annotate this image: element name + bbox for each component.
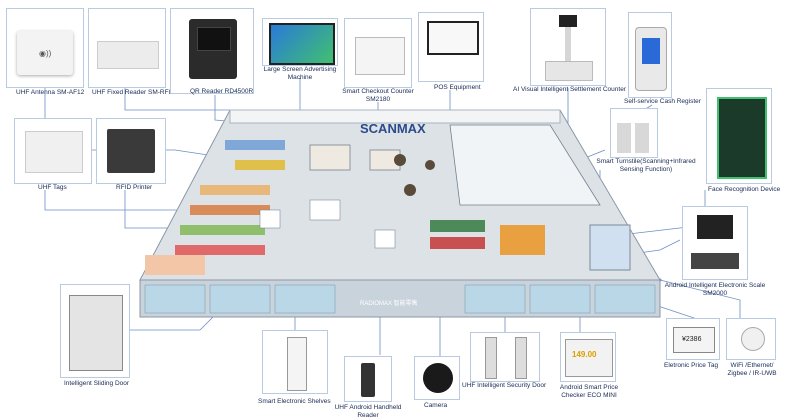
label-face-recognition: Face Recognition Device <box>708 186 781 193</box>
security-door-box <box>470 332 540 382</box>
label-smart-shelves: Smart Electronic Shelves <box>258 398 331 405</box>
label-handheld-reader: UHF Android Handheld Reader <box>334 404 402 419</box>
label-self-service-cash: Self-service Cash Register <box>624 98 701 105</box>
label-ai-scale: Android Intelligent Electronic Scale SM2… <box>664 282 766 297</box>
self-service-cash-box <box>628 12 672 98</box>
uhf-fixed-reader-box <box>88 8 166 88</box>
smart-shelves-image <box>287 337 307 391</box>
label-uhf-fixed-reader: UHF Fixed Reader SM-RF807 <box>92 89 180 96</box>
ai-scale-box <box>682 206 748 280</box>
uhf-tags-image <box>25 131 83 173</box>
pos-box <box>418 12 484 82</box>
face-recognition-box <box>706 88 772 184</box>
ai-scale-image <box>697 215 733 239</box>
smart-checkout-box <box>344 18 412 88</box>
wifi-box <box>726 318 776 360</box>
label-price-checker: Android Smart Price Checker ECO MINI <box>559 384 619 399</box>
pos-image <box>427 21 479 55</box>
store-sign: RADIOMAX 智能零售 <box>360 299 418 307</box>
ai-settlement-image <box>559 15 577 27</box>
smart-turnstile-box <box>610 108 658 158</box>
ai-settlement-box <box>530 8 606 86</box>
qr-reader-box <box>170 8 254 94</box>
label-large-screen: Large Screen Advertising Machine <box>263 66 337 81</box>
rfid-printer-box <box>96 118 166 184</box>
smart-checkout-image <box>355 37 405 75</box>
label-smart-checkout: Smart Checkout Counter SM2180 <box>342 88 414 103</box>
label-qr-reader: QR Reader RD4500R <box>190 88 254 95</box>
label-camera: Camera <box>424 402 448 409</box>
uhf-antenna-image: ◉)) <box>17 31 73 75</box>
store-floorplan: SCANMAX RADIOMAX 智能零售 <box>139 109 661 318</box>
label-uhf-antenna: UHF Antenna SM-AF12 <box>16 89 85 96</box>
label-rfid-printer: RFID Printer <box>116 184 153 191</box>
large-screen-box <box>262 18 338 66</box>
uhf-tags-box <box>14 118 92 184</box>
fixed-reader-image <box>97 41 159 69</box>
electronic-price-tag-image: ¥2386 <box>673 327 715 353</box>
handheld-reader-box <box>344 356 392 402</box>
sliding-door-box <box>60 284 130 378</box>
face-recognition-image <box>717 97 767 179</box>
sliding-door-image <box>69 295 123 371</box>
label-smart-turnstile: Smart Turnstile(Scanning+Infrared Sensin… <box>596 158 696 173</box>
price-tag-screen: ¥2386 <box>682 336 702 343</box>
antenna-wave-icon: ◉)) <box>39 49 52 58</box>
self-service-cash-image <box>635 27 667 91</box>
label-security-door: UHF Intelligent Security Door <box>462 382 547 389</box>
qr-reader-image <box>189 19 237 79</box>
wifi-icon <box>741 327 765 351</box>
price-checker-screen: 149.00 <box>572 350 597 359</box>
label-ai-settlement: AI Visual Intelligent Settlement Counter <box>513 86 626 93</box>
smart-turnstile-image <box>617 123 631 153</box>
label-electronic-price-tag: Eletronic Price Tag <box>664 362 719 369</box>
rfid-printer-image <box>107 129 155 173</box>
label-wifi: WiFi /Ethernet/ Zigbee / IR-UWB <box>727 362 777 377</box>
camera-image <box>423 363 453 393</box>
brand-logo: SCANMAX <box>360 121 426 136</box>
label-uhf-tags: UHF Tags <box>38 184 67 191</box>
label-sliding-door: Intelligent Sliding Door <box>64 380 130 387</box>
electronic-price-tag-box: ¥2386 <box>666 318 720 360</box>
large-screen-image <box>269 23 335 65</box>
label-pos: POS Equipment <box>434 84 481 91</box>
price-checker-box: 149.00 <box>560 332 616 382</box>
smart-shelves-box <box>262 330 328 394</box>
security-door-image <box>485 337 497 379</box>
camera-box <box>414 356 460 400</box>
handheld-reader-image <box>361 363 375 397</box>
price-checker-image: 149.00 <box>565 339 613 377</box>
uhf-antenna-box: ◉)) <box>6 8 84 88</box>
